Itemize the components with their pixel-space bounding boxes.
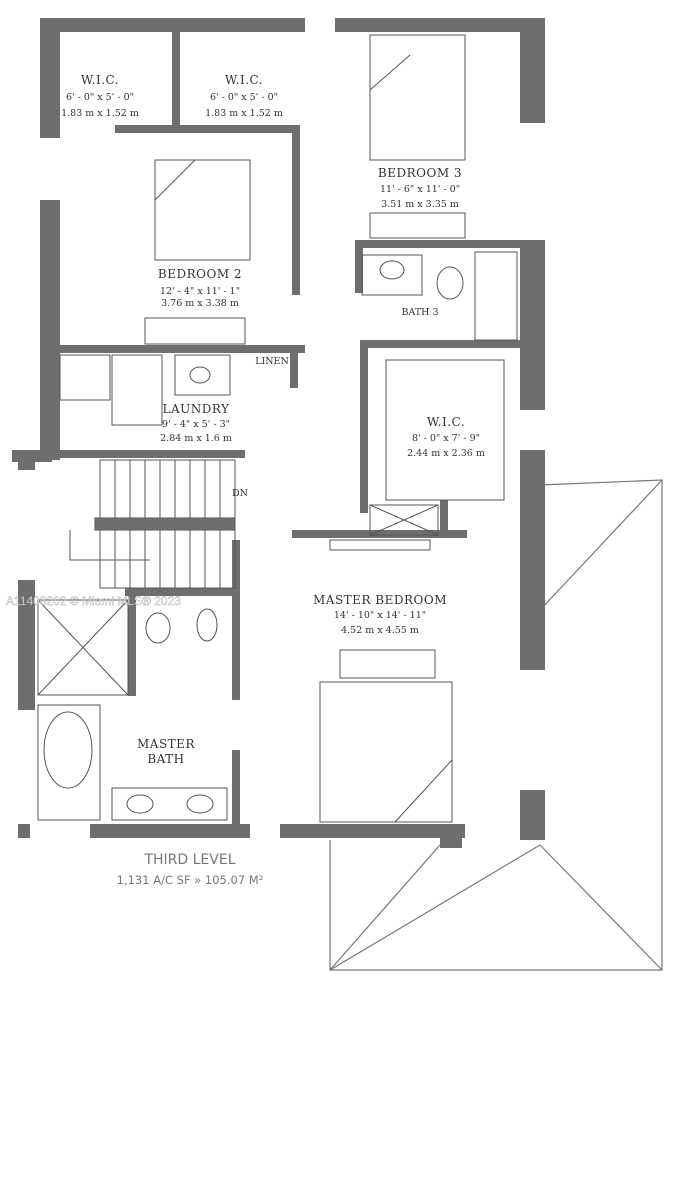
room-wic-1: W.I.C. 6' - 0" x 5' - 0" 1.83 m x 1.52 m [61,73,139,119]
room-master-wic: W.I.C. 8' - 0" x 7' - 9" 2.44 m x 2.36 m [407,415,485,459]
room-master-bath: MASTER BATH [137,737,195,766]
level-title: THIRD LEVEL [143,852,235,868]
walls [12,18,545,848]
room-dim-metric: 1.83 m x 1.52 m [61,108,139,119]
room-dim-imperial: 6' - 0" x 5' - 0" [210,92,278,103]
room-name: W.I.C. [225,73,263,87]
room-dim-imperial: 11' - 6" x 11' - 0" [380,184,460,195]
room-dim-metric: 3.51 m x 3.35 m [381,199,459,210]
room-dim-metric: 2.44 m x 2.36 m [407,448,485,459]
room-bath-3: BATH 3 [401,307,438,318]
staircase [69,459,236,589]
room-name: MASTER BEDROOM [313,593,447,607]
room-name: BEDROOM 3 [378,166,462,180]
room-name-line2: BATH [147,752,184,766]
room-dim-imperial: 9' - 4" x 5' - 3" [162,419,230,430]
fixtures [37,34,518,823]
roof-outline [329,479,663,971]
room-dim-imperial: 6' - 0" x 5' - 0" [66,92,134,103]
level-area: 1,131 A/C SF » 105.07 M² [117,873,264,887]
room-name: MASTER [137,737,195,751]
room-wic-2: W.I.C. 6' - 0" x 5' - 0" 1.83 m x 1.52 m [205,73,283,119]
room-laundry: LAUNDRY 9' - 4" x 5' - 3" 2.84 m x 1.6 m [160,402,232,444]
room-name: W.I.C. [427,415,465,429]
room-bedroom-3: BEDROOM 3 11' - 6" x 11' - 0" 3.51 m x 3… [378,166,462,210]
room-master-bedroom: MASTER BEDROOM 14' - 10" x 14' - 11" 4.5… [313,593,447,636]
room-dim-metric: 2.84 m x 1.6 m [160,433,232,444]
watermark: A11408202 © Miami MLS® 2023 [6,594,181,608]
room-bedroom-2: BEDROOM 2 12' - 4" x 11' - 1" 3.76 m x 3… [158,267,242,309]
room-dim-imperial: 12' - 4" x 11' - 1" [160,286,240,297]
room-dim-metric: 1.83 m x 1.52 m [205,108,283,119]
room-linen: LINEN [255,356,289,367]
room-dim-imperial: 14' - 10" x 14' - 11" [334,610,426,621]
stair-down-label: DN [232,488,248,499]
room-dim-metric: 4.52 m x 4.55 m [341,625,419,636]
room-name: LAUNDRY [163,402,231,416]
room-name: BEDROOM 2 [158,267,242,281]
room-name: W.I.C. [81,73,119,87]
room-dim-metric: 3.76 m x 3.38 m [161,298,239,309]
room-dim-imperial: 8' - 0" x 7' - 9" [412,433,480,444]
